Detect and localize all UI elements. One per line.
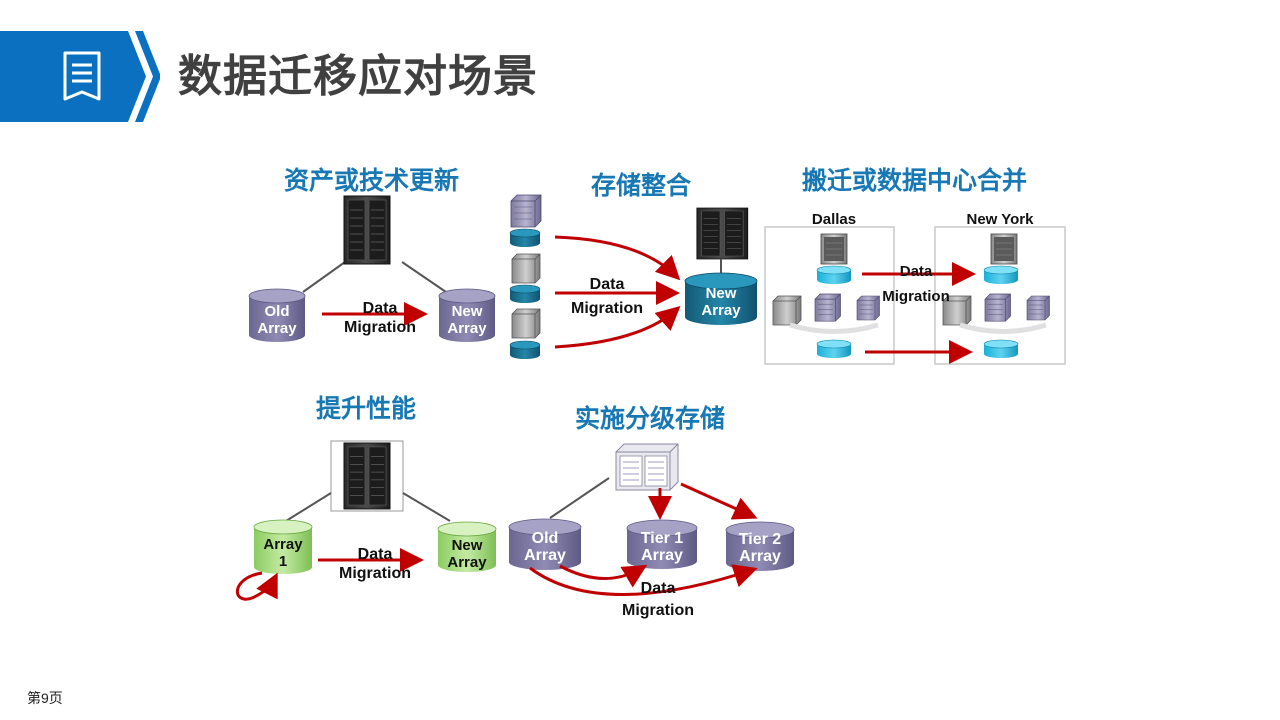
source-stack-2	[509, 253, 541, 303]
server-icon	[990, 233, 1018, 265]
server-icon	[343, 195, 391, 265]
old-array-cylinder	[508, 518, 582, 570]
migration-label: Data Migration	[339, 546, 411, 582]
document-icon	[63, 51, 101, 101]
relocation-scenario	[764, 226, 1066, 365]
new-array-cylinder	[438, 288, 496, 342]
page-title: 数据迁移应对场景	[178, 51, 538, 102]
section-title-refresh: 资产或技术更新	[284, 166, 460, 195]
new-array-label: New Array	[447, 303, 487, 337]
section-title-tiering: 实施分级存储	[575, 404, 726, 433]
section-title-performance: 提升性能	[316, 394, 417, 423]
refresh-scenario	[248, 195, 496, 342]
source-stack-1	[509, 194, 542, 247]
tier1-array-label: Tier 1 Array	[640, 530, 684, 564]
tiering-scenario	[508, 443, 795, 596]
server-icon	[511, 308, 541, 339]
array1-label: Array 1	[263, 536, 303, 570]
tier1-array-cylinder	[626, 519, 698, 569]
old-array-cylinder	[248, 288, 306, 342]
new-array-label: New Array	[701, 285, 741, 319]
section-title-consolidation: 存储整合	[591, 171, 692, 200]
server-icon	[772, 295, 802, 326]
server-icon	[511, 253, 541, 284]
blade-server-icon	[814, 293, 841, 322]
server-icon	[820, 233, 848, 265]
new-array-cylinder	[684, 272, 758, 325]
array1-cylinder	[253, 519, 313, 574]
old-array-label: Old Array	[257, 303, 297, 337]
site-label-dallas: Dallas	[811, 211, 857, 228]
tier2-array-label: Tier 2 Array	[738, 531, 782, 565]
tier2-array-cylinder	[725, 521, 795, 571]
consolidation-scenario	[509, 194, 758, 359]
source-stack-3	[509, 308, 541, 359]
old-array-label: Old Array	[524, 530, 566, 564]
page-number: 第9页	[27, 690, 63, 706]
site-label-newyork: New York	[966, 211, 1034, 228]
blade-server-icon	[510, 194, 542, 228]
migration-label: Data Migration	[622, 580, 694, 619]
title-banner	[0, 31, 160, 122]
new-array-label: New Array	[447, 537, 487, 571]
storage-array-icon	[615, 443, 679, 491]
migration-label: Data Migration	[882, 263, 950, 305]
server-icon	[343, 442, 391, 510]
performance-scenario	[235, 440, 497, 601]
blade-server-icon	[1026, 295, 1050, 321]
blade-server-icon	[984, 293, 1011, 322]
migration-label: Data Migration	[344, 300, 416, 336]
migration-label: Data Migration	[571, 276, 643, 317]
section-title-relocation: 搬迁或数据中心合并	[802, 166, 1028, 195]
server-icon	[696, 207, 749, 260]
new-array-green-cylinder	[437, 521, 497, 572]
